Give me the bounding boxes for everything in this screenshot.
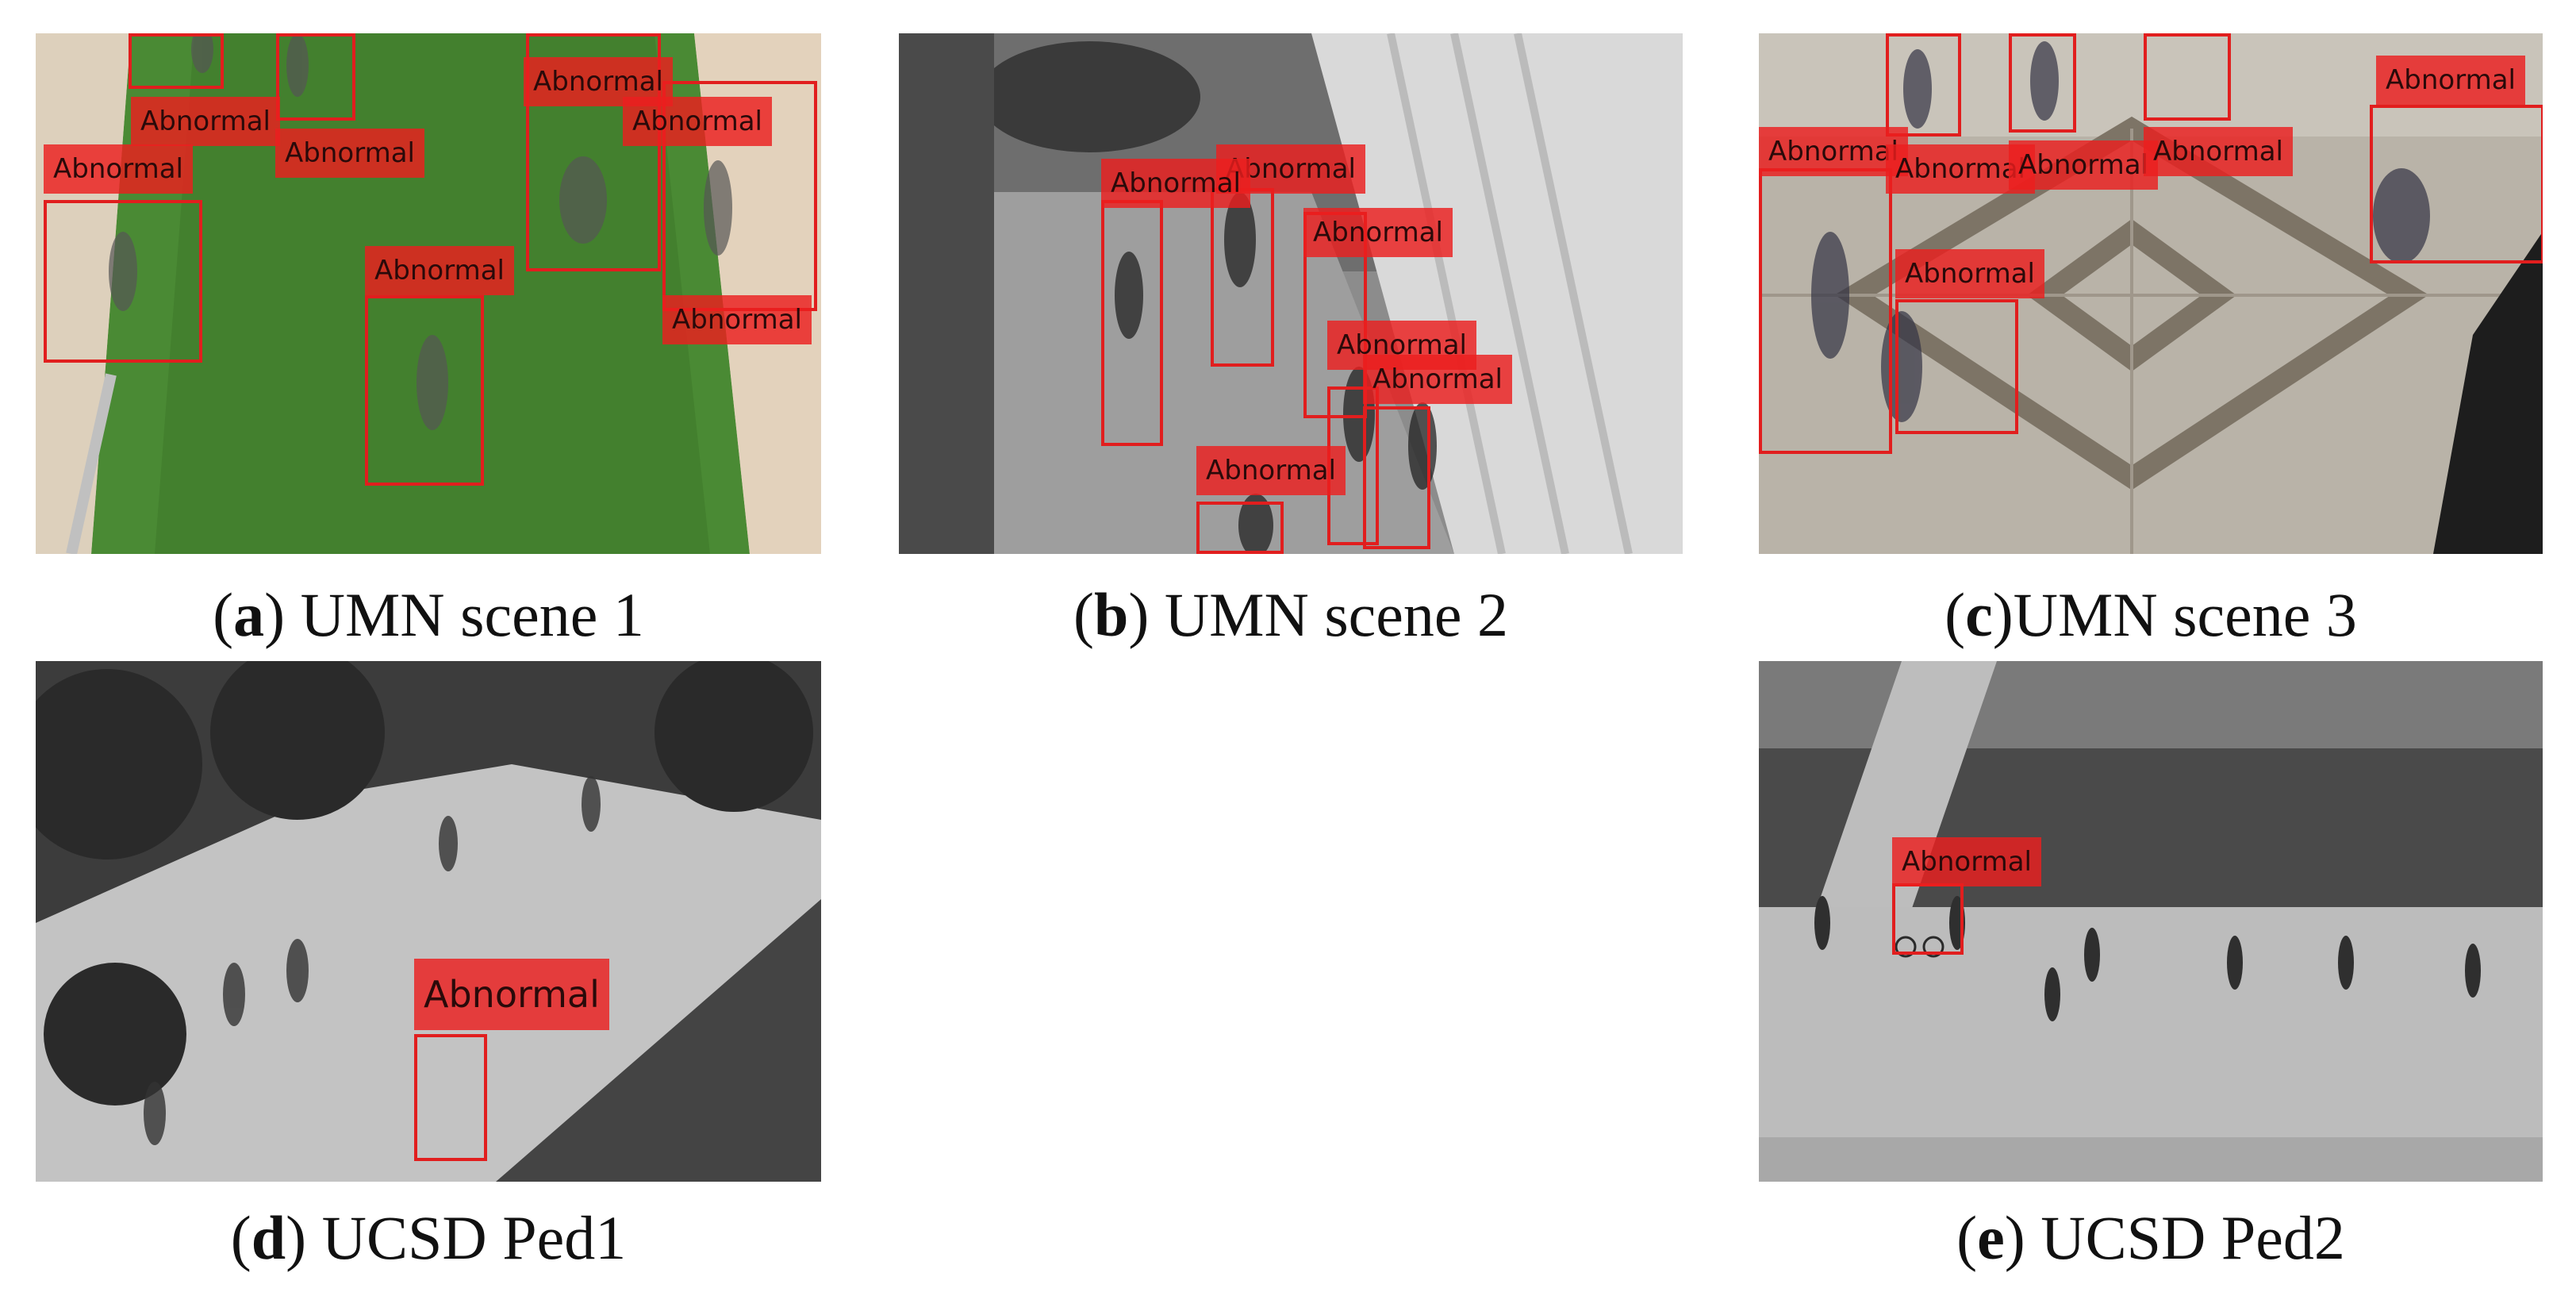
- detection-box: [414, 1034, 487, 1161]
- detection-box: [2009, 33, 2076, 133]
- detection-box: [1759, 168, 1892, 454]
- caption-c: (c)UMN scene 3: [1944, 580, 2357, 649]
- detection-box: [1892, 883, 1964, 955]
- caption-e: (e) UCSD Ped2: [1956, 1203, 2345, 1272]
- detection-box: [2370, 105, 2543, 263]
- caption-b: (b) UMN scene 2: [1073, 580, 1509, 649]
- detection-box: [1211, 188, 1274, 367]
- panel-c-image: Abnormal Abnormal Abnormal Abnormal Abno…: [1759, 33, 2543, 554]
- detection-box: [526, 33, 661, 271]
- panel-a-image: Abnormal Abnormal Abnormal Abnormal Abno…: [36, 33, 821, 554]
- panel-e-image: Abnormal: [1759, 661, 2543, 1182]
- caption-a: (a) UMN scene 1: [213, 580, 644, 649]
- ucsd-ped2-photo: [1759, 661, 2543, 1182]
- caption-d: (d) UCSD Ped1: [230, 1203, 627, 1272]
- detection-box: [1363, 406, 1430, 549]
- detection-box: [276, 33, 355, 121]
- detection-box: [365, 295, 484, 486]
- ucsd-ped1-photo: [36, 661, 821, 1182]
- panel-b-image: Abnormal Abnormal Abnormal Abnormal Abno…: [899, 33, 1683, 554]
- detection-box: [1196, 502, 1284, 554]
- detection-box: [44, 200, 202, 363]
- detection-box: [1886, 33, 1961, 137]
- detection-box: [2144, 33, 2231, 121]
- detection-box: [129, 33, 224, 89]
- detection-box: [1101, 200, 1163, 446]
- panel-d-image: Abnormal: [36, 661, 821, 1182]
- detection-box: [1895, 299, 2018, 434]
